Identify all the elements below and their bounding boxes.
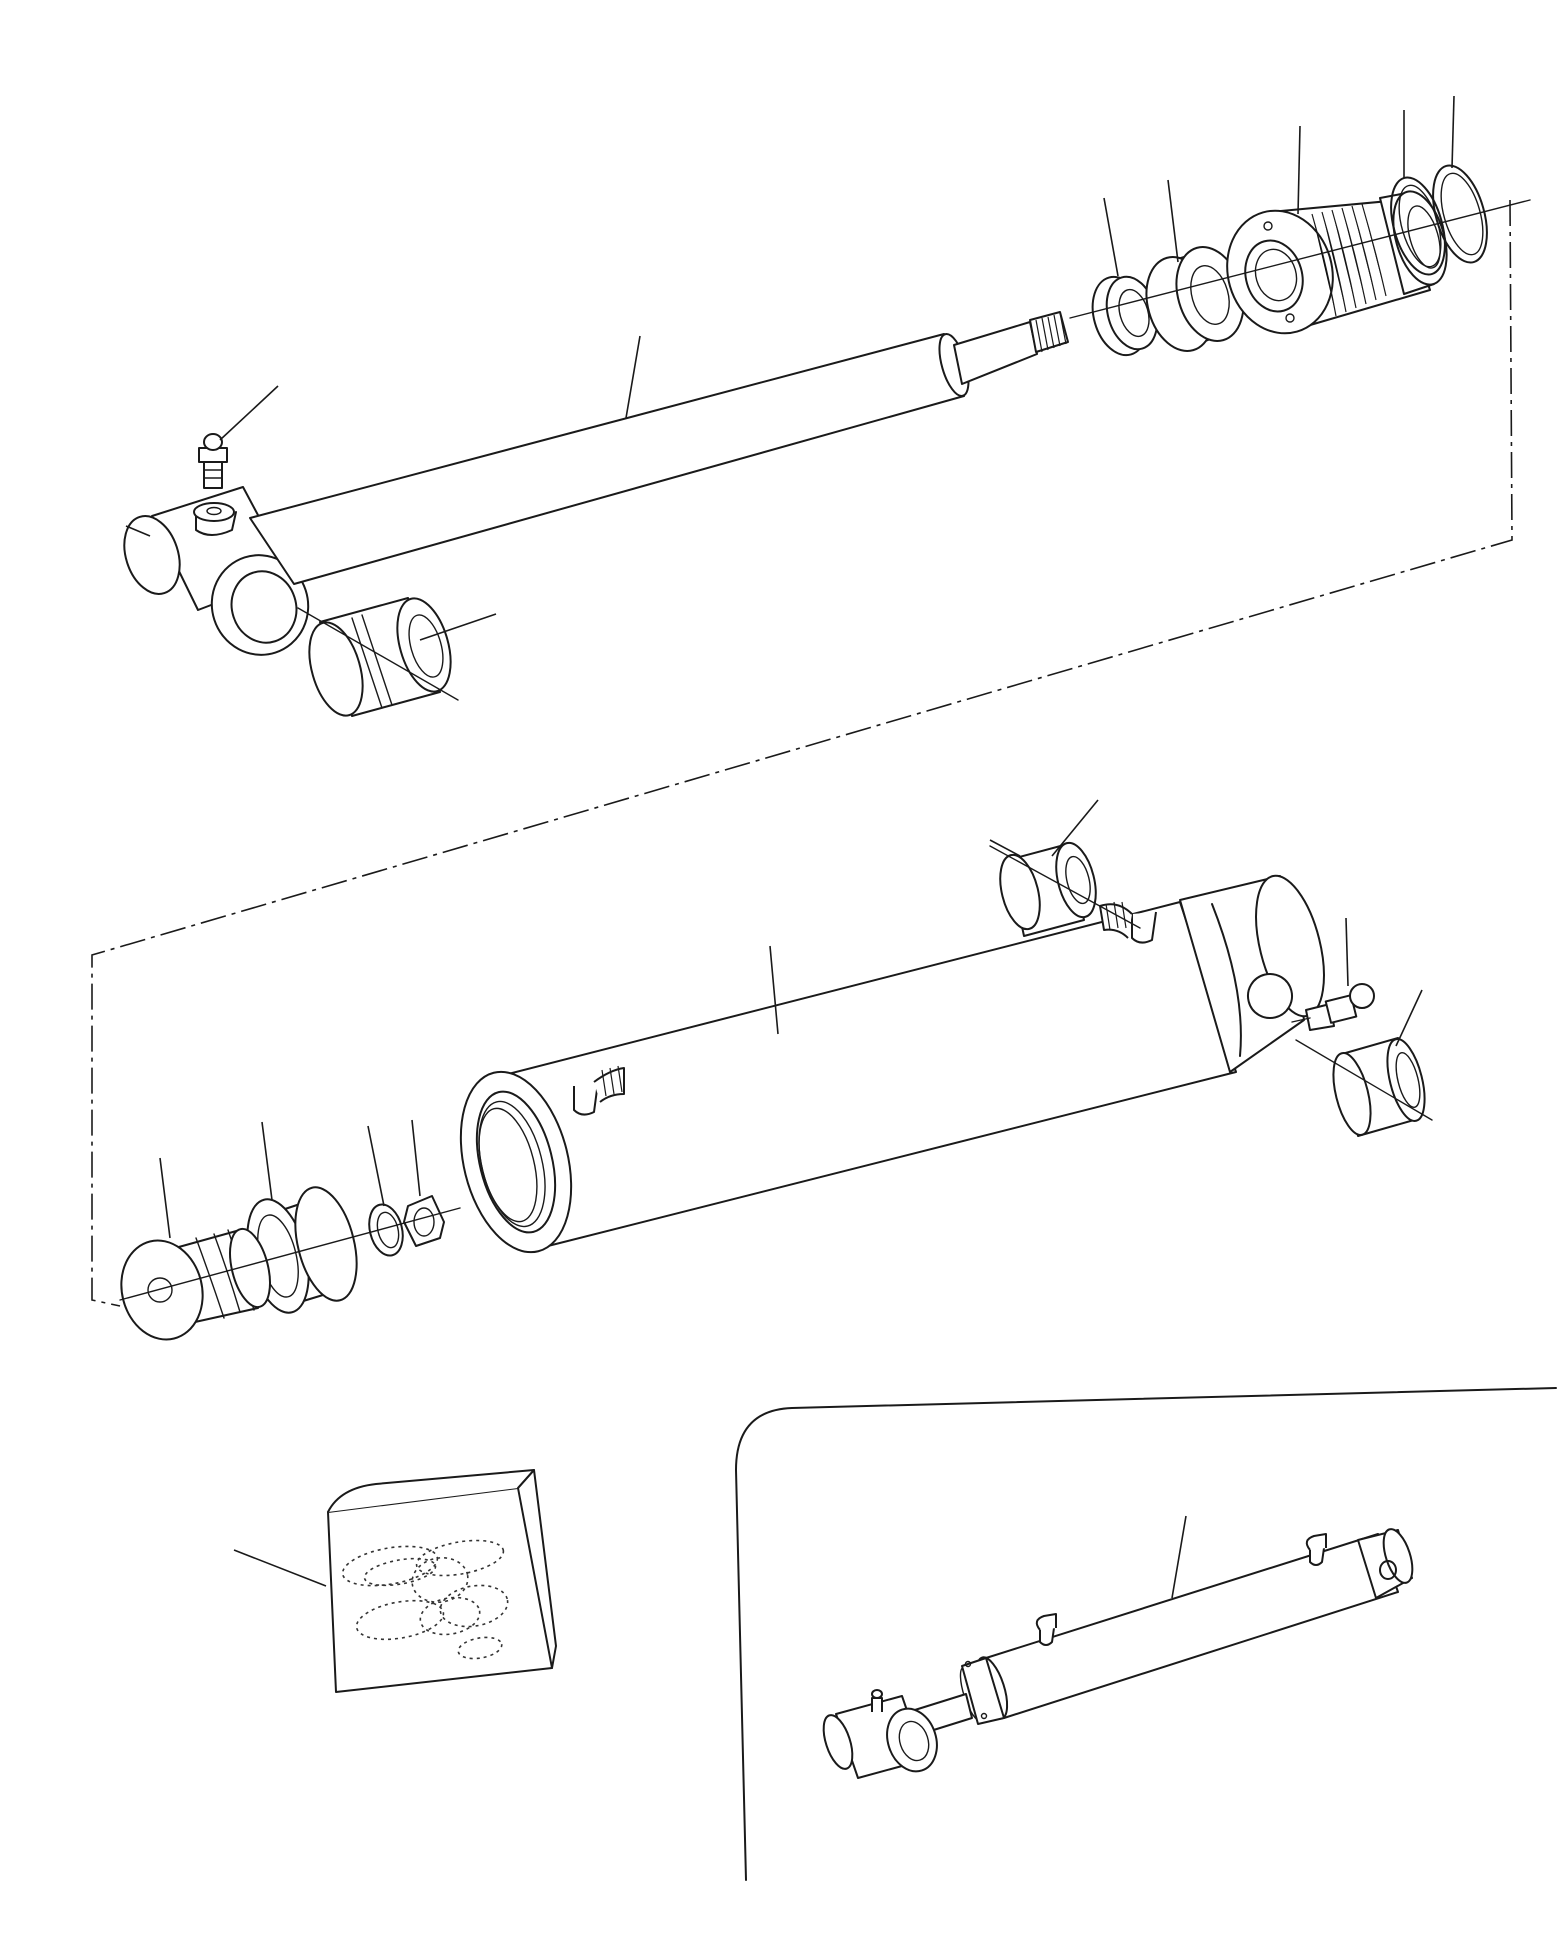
leader-seal-kit <box>233 1549 327 1587</box>
top-bushing-axis-line <box>989 845 1141 929</box>
assembled-inset <box>735 1387 1557 1881</box>
rod-nut <box>403 1195 445 1247</box>
assembly-path-lines <box>91 199 1513 1307</box>
bushing-rod-eye <box>308 597 452 717</box>
leader-bushing-barrel-top-2 <box>989 839 1021 857</box>
leader-gland-head <box>1297 125 1301 215</box>
o-ring-small <box>368 1203 404 1257</box>
bushing-axis-line <box>297 607 459 701</box>
gland-thread <box>1311 203 1387 317</box>
leader-piston-seal <box>1103 197 1119 277</box>
piston-seal <box>1091 275 1159 357</box>
leader-bushing-barrel-top <box>1051 799 1099 857</box>
base-bushing-axis-line <box>1295 1039 1433 1121</box>
seal-kit <box>327 1469 557 1693</box>
barrel-internal-thread <box>478 1100 546 1228</box>
port-barrel-rear <box>1099 901 1157 944</box>
leader-lines <box>125 95 1455 1599</box>
barrel-group <box>119 841 1433 1341</box>
piston-axis-line <box>119 1207 461 1301</box>
port-barrel-front <box>573 1065 625 1116</box>
leader-piston-body <box>159 1157 171 1239</box>
bushing-barrel-top <box>999 841 1097 937</box>
seal-kit-rings <box>341 1539 509 1660</box>
assembled-cylinder <box>822 1528 1414 1779</box>
leader-assembled-cylinder <box>1171 1515 1187 1599</box>
leader-rod-nut <box>411 1119 421 1197</box>
o-ring-gland-2 <box>1432 164 1488 264</box>
leader-cylinder-barrel <box>769 945 779 1035</box>
leader-piston <box>1167 179 1179 263</box>
rod-group <box>123 164 1531 717</box>
rod-thread <box>1035 312 1067 353</box>
leader-bushing-barrel-base <box>1395 989 1423 1047</box>
leader-bushing-rod-eye <box>419 613 497 641</box>
gland-head <box>1226 190 1448 335</box>
leader-grease-nipple-rod-eye <box>219 385 279 441</box>
grease-nipple-rod-eye <box>198 433 228 489</box>
leader-rod-eye <box>125 525 151 537</box>
piston-body <box>120 1227 271 1341</box>
leader-guide-ring <box>261 1121 273 1201</box>
grease-nipple-barrel <box>1291 983 1375 1031</box>
leader-o-ring-gland-2 <box>1451 95 1455 169</box>
bushing-barrel-base <box>1332 1037 1426 1137</box>
leader-o-ring-small <box>367 1125 385 1207</box>
leader-piston-rod <box>625 335 641 419</box>
leader-grease-nipple-barrel <box>1345 917 1349 987</box>
top-axis-line <box>1069 199 1531 319</box>
piston-rod <box>249 311 1069 585</box>
cylinder-barrel <box>459 874 1325 1254</box>
inset-frame <box>735 1387 1557 1881</box>
